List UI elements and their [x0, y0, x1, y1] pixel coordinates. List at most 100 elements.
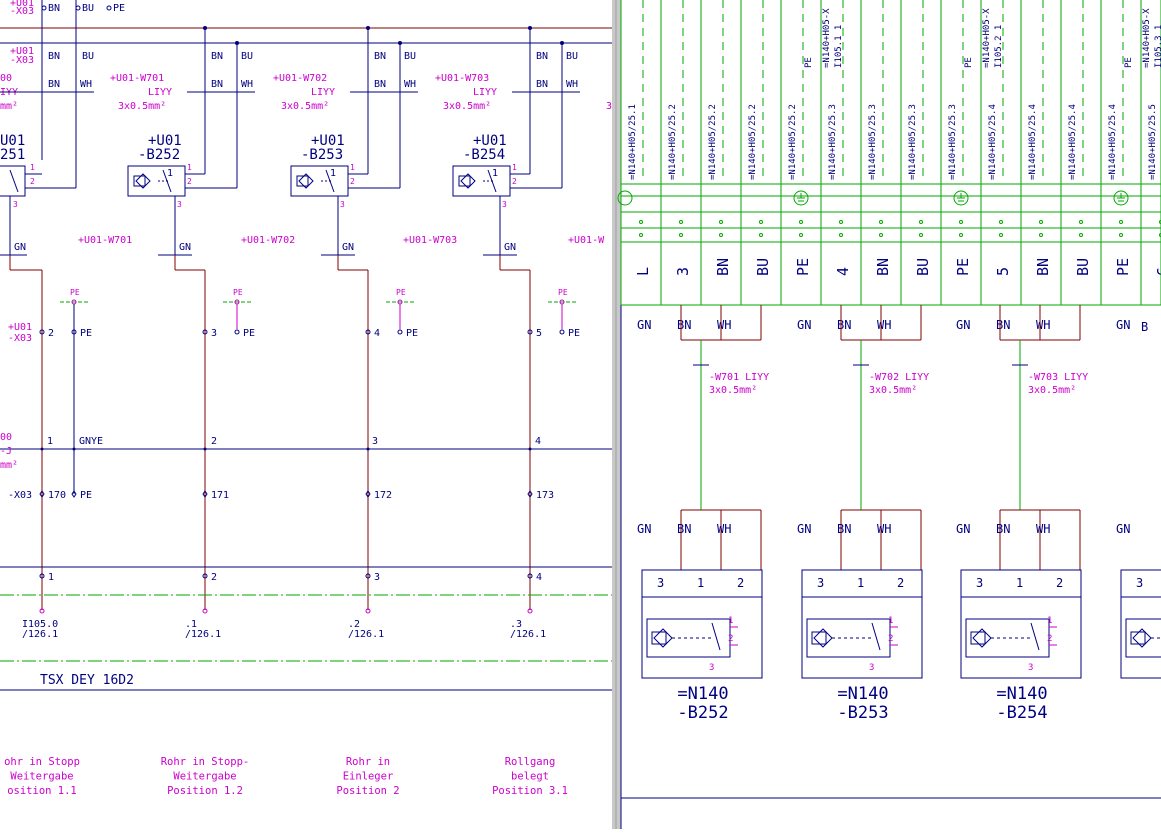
bus-label-2: 2 [211, 436, 217, 447]
svg-text:3: 3 [1028, 663, 1033, 673]
strip-top-ref: =N140+H05-X [1142, 8, 1152, 68]
terminal-label: BU [1074, 258, 1092, 276]
svg-text:GN: GN [797, 318, 811, 332]
svg-text:1: 1 [187, 163, 192, 172]
gn-cable: +U01-W701 [78, 235, 132, 246]
io-ref: /126.1 [22, 629, 58, 640]
sensor-id-line1: =N140 [996, 684, 1047, 704]
sensor-line2: -B254 [463, 147, 505, 163]
terminal-label: BU [914, 258, 932, 276]
svg-text:3: 3 [13, 200, 18, 209]
description-line: Weitergabe [10, 771, 73, 783]
terminal-label: BU [754, 258, 772, 276]
description-line: Rollgang [505, 756, 556, 768]
svg-text:3: 3 [502, 200, 507, 209]
sensor-id-line2: -B254 [996, 703, 1047, 723]
svg-text:3: 3 [177, 200, 182, 209]
strip-ref: =N140+H05/25.2 [668, 104, 678, 180]
term-bu-top: BU [82, 3, 94, 14]
io-ref: /126.1 [348, 629, 384, 640]
x03-term: 5 [536, 328, 542, 339]
svg-text:GN: GN [14, 242, 26, 253]
bn-label: BN [374, 51, 386, 62]
gn-label: GN [342, 242, 354, 253]
top-label-x03-b: -X03 [10, 6, 34, 17]
svg-text:PE: PE [396, 288, 406, 297]
sensor-line2: -B252 [138, 147, 180, 163]
svg-text:BN: BN [677, 522, 691, 536]
description-line: belegt [511, 771, 549, 783]
bn-label: BN [211, 51, 223, 62]
strip-ref: =N140+H05/25.2 [708, 104, 718, 180]
row-term: 2 [211, 572, 217, 583]
io-ref: /126.1 [185, 629, 221, 640]
svg-text:1: 1 [512, 163, 517, 172]
sensor-id-line1: =N140 [677, 684, 728, 704]
x03b-term: 172 [374, 490, 392, 501]
svg-text:BN: BN [48, 79, 60, 90]
sensor-line2: -B253 [301, 147, 343, 163]
svg-text:1: 1 [30, 163, 35, 172]
right-panel: =N140+H05/25.1L=N140+H05/25.23=N140+H05/… [618, 0, 1161, 829]
description-line: Position 3.1 [492, 785, 568, 797]
x03b-pe: PE [80, 490, 92, 501]
svg-text:GN: GN [637, 318, 651, 332]
cut-label-00: 00 [0, 73, 12, 84]
bus-left-j: -J [0, 446, 12, 457]
svg-text:1: 1 [857, 576, 864, 590]
svg-text:BN: BN [996, 522, 1010, 536]
svg-text:WH: WH [717, 318, 731, 332]
svg-text:WH: WH [1036, 318, 1050, 332]
svg-text:2: 2 [1047, 634, 1052, 644]
svg-text:2: 2 [30, 177, 35, 186]
strip-ref: =N140+H05/25.5 [1148, 104, 1158, 180]
cable-type: LIYY [311, 87, 335, 98]
bn-label: BN [536, 51, 548, 62]
strip-ref: =N140+H05/25.3 [828, 104, 838, 180]
bu-label: BU [241, 51, 253, 62]
left-panel: +U01 -X03 BN BU PE +U01 -X03 BN BU 00 IY… [0, 0, 612, 797]
bu-label: BU [404, 51, 416, 62]
strip-ref: =N140+H05/25.3 [908, 104, 918, 180]
svg-text:3: 3 [709, 663, 714, 673]
description-line: Rohr in Stopp- [161, 756, 250, 768]
bus-left-mm: mm² [0, 460, 18, 471]
cut-label-mm: mm² [0, 101, 18, 112]
svg-text:BN: BN [996, 318, 1010, 332]
svg-text:2: 2 [737, 576, 744, 590]
strip-top-ref: PE [804, 57, 814, 68]
description-line: Einleger [343, 771, 394, 783]
svg-text:1: 1 [888, 616, 893, 626]
bn-label-2: BN [536, 79, 548, 90]
sensor-pin-1: 1 [167, 168, 173, 179]
strip-top-ref: =N140+H05-X [982, 8, 992, 68]
sensor-id-line1: =N140 [837, 684, 888, 704]
strip-top-ref: I105.1 1 [834, 25, 844, 68]
svg-text:BN: BN [837, 522, 851, 536]
io-ref: /126.1 [510, 629, 546, 640]
svg-text:PE: PE [70, 288, 80, 297]
terminal-label: 3 [674, 267, 692, 276]
x03-term: 4 [374, 328, 380, 339]
row-term: 3 [374, 572, 380, 583]
terminal-label: PE [1114, 258, 1132, 276]
cable-name: +U01-W703 [435, 73, 489, 84]
svg-text:3: 3 [657, 576, 664, 590]
terminal-label: 6 [1154, 267, 1161, 276]
strip-ref: =N140+H05/25.4 [1108, 104, 1118, 180]
sensor-pin-1: 1 [492, 168, 498, 179]
x03b-term: 173 [536, 490, 554, 501]
sensor-id-line2: -B252 [677, 703, 728, 723]
description-line: Position 1.2 [167, 785, 243, 797]
strip-ref: =N140+H05/25.2 [748, 104, 758, 180]
strip-top-ref: PE [1124, 57, 1134, 68]
strip-ref: =N140+H05/25.3 [868, 104, 878, 180]
